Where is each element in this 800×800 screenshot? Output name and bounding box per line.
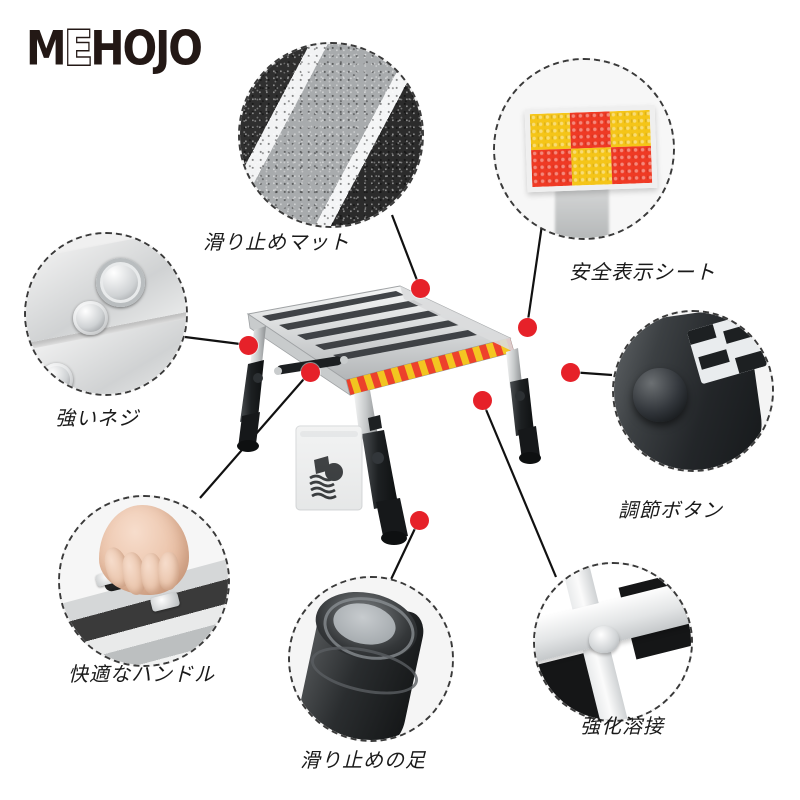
bolt-icon [26, 234, 186, 394]
hotspot-dot-reinforced-welding[interactable] [473, 391, 492, 410]
label-non-slip-mat: 滑り止めマット [203, 230, 350, 254]
hotspot-dot-safety-sheet[interactable] [518, 318, 537, 337]
weld-bead-icon [535, 564, 691, 720]
callout-strong-screw [24, 232, 188, 396]
callout-comfortable-handle [58, 495, 230, 667]
label-comfortable-handle: 快適なハンドル [68, 662, 215, 686]
label-reinforced-welding: 強化溶接 [580, 714, 664, 738]
label-non-slip-foot: 滑り止めの足 [300, 748, 426, 772]
brand-logo: MEHOJO [26, 21, 203, 78]
push-button-icon [614, 312, 772, 470]
rubber-foot-icon [290, 578, 452, 740]
brand-logo-text-3: HOJO [90, 22, 203, 77]
brand-logo-text-1: M [26, 22, 67, 77]
reflective-checker-icon [495, 60, 673, 238]
callout-non-slip-mat [238, 42, 424, 228]
callout-safety-sheet [493, 58, 675, 240]
hotspot-dot-comfortable-handle[interactable] [301, 363, 320, 382]
callout-reinforced-welding [533, 562, 693, 722]
brand-logo-text-2: E [63, 21, 93, 78]
hotspot-dot-strong-screw[interactable] [239, 336, 258, 355]
hand-grip-icon [60, 497, 228, 665]
hotspot-dot-non-slip-foot[interactable] [410, 511, 429, 530]
product-illustration [237, 285, 541, 545]
hotspot-dot-adjust-button[interactable] [561, 363, 580, 382]
callout-adjust-button [612, 310, 774, 472]
label-strong-screw: 強いネジ [55, 406, 139, 430]
product-image [218, 268, 588, 558]
hotspot-dot-non-slip-mat[interactable] [411, 279, 430, 298]
label-safety-sheet: 安全表示シート [569, 260, 716, 284]
callout-non-slip-foot [288, 576, 454, 742]
grit-texture-icon [240, 44, 422, 226]
label-adjust-button: 調節ボタン [618, 498, 723, 522]
